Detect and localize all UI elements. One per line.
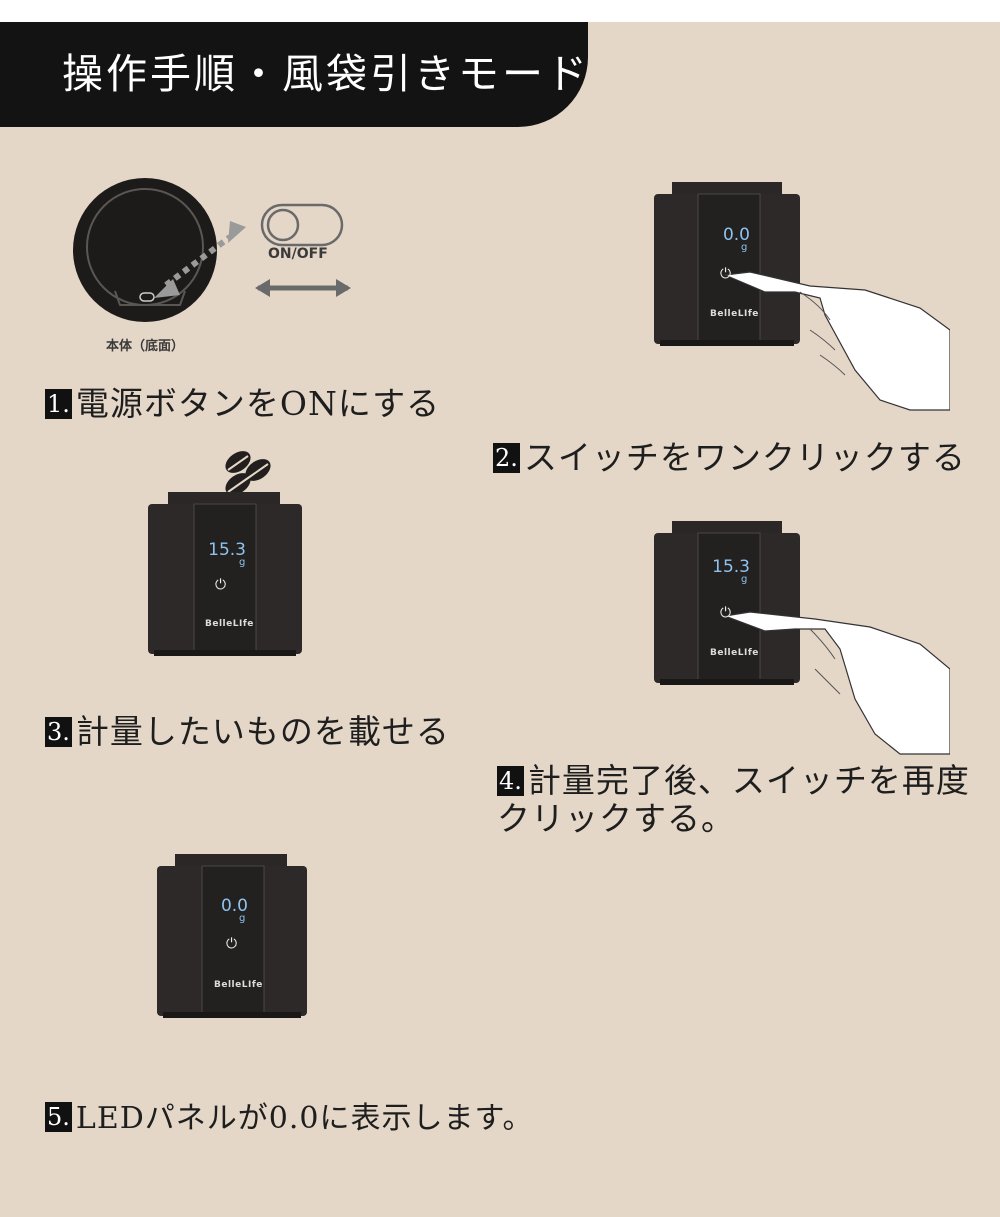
device-bottom-illustration xyxy=(73,178,351,322)
step-4: 4.計量完了後、スイッチを再度クリックする。 xyxy=(497,762,977,838)
scale-3-reading: 15.3 xyxy=(712,557,750,577)
switch-label: ON/OFF xyxy=(268,246,328,262)
scale-1-unit: g xyxy=(741,242,748,253)
step-number: 4. xyxy=(497,766,524,796)
step-number: 3. xyxy=(45,717,72,747)
step-2: 2.スイッチをワンクリックする xyxy=(493,431,966,479)
power-icon: ⏻ xyxy=(226,936,238,952)
scale-4-brand: BelleLIfe xyxy=(214,980,263,990)
scale-illustration-1 xyxy=(654,182,950,411)
step-text: 計量したいものを載せる xyxy=(75,712,450,751)
step-number: 5. xyxy=(45,1102,72,1132)
step-text: LEDパネルが0.0に表示します。 xyxy=(75,1101,534,1136)
step-text: 計量完了後、スイッチを再度クリックする。 xyxy=(497,761,970,838)
step-text: スイッチをワンクリックする xyxy=(523,438,966,477)
title-band: 操作手順・風袋引きモード xyxy=(0,22,588,127)
scale-4-reading: 0.0 xyxy=(220,896,248,916)
scale-3-brand: BelleLIfe xyxy=(710,648,759,658)
scale-illustration-2 xyxy=(148,451,302,656)
power-icon: ⏻ xyxy=(720,266,732,282)
step-number: 1. xyxy=(45,389,72,419)
step-1: 1.電源ボタンをONにする xyxy=(45,377,440,425)
device-bottom-label: 本体（底面） xyxy=(106,339,185,354)
power-icon: ⏻ xyxy=(720,605,732,621)
scale-1-brand: BelleLIfe xyxy=(710,309,759,319)
page-canvas: 操作手順・風袋引きモード ON/OFF 本体（底面） 1.電源ボタンをONにする… xyxy=(0,22,1000,1217)
scale-2-reading: 15.3 xyxy=(208,540,246,560)
scale-4-unit: g xyxy=(239,913,246,924)
step-number: 2. xyxy=(493,443,520,473)
page-title: 操作手順・風袋引きモード xyxy=(62,50,590,98)
step-text: 電源ボタンをONにする xyxy=(75,384,441,423)
scale-2-unit: g xyxy=(239,557,246,568)
power-icon: ⏻ xyxy=(215,577,227,593)
scale-illustration-4 xyxy=(157,854,307,1018)
step-3: 3.計量したいものを載せる xyxy=(45,705,450,753)
scale-3-unit: g xyxy=(741,574,748,585)
step-5: 5.LEDパネルが0.0に表示します。 xyxy=(45,1093,534,1137)
scale-illustration-3 xyxy=(654,521,950,755)
scale-1-reading: 0.0 xyxy=(722,225,750,245)
scale-2-brand: BelleLIfe xyxy=(205,619,254,629)
